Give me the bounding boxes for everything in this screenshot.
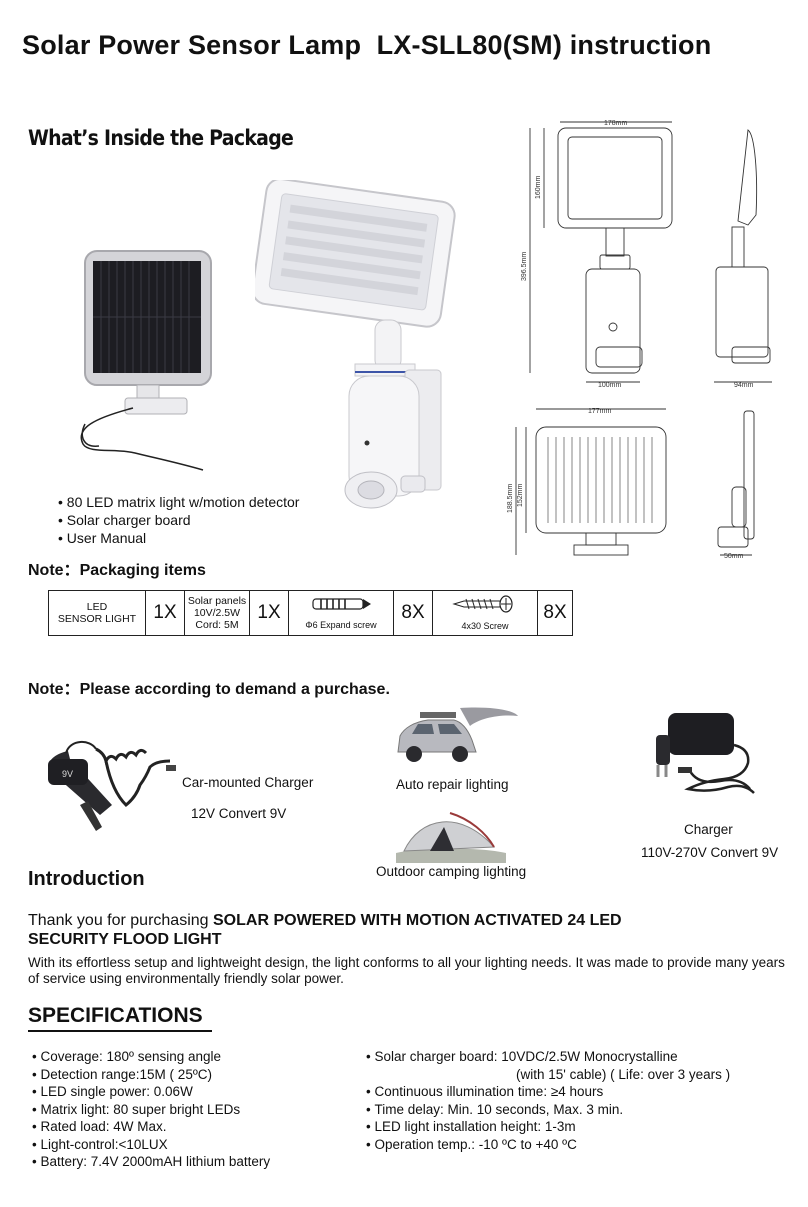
led-line1: LED <box>86 601 108 613</box>
list-item: User Manual <box>58 529 299 547</box>
spec-item: Operation temp.: -10 ºC to +40 ºC <box>366 1136 730 1154</box>
dim-panel-depth: 50mm <box>724 553 744 560</box>
dim-lamp-total-height: 396.5mm <box>521 252 528 281</box>
product-name-line2: SECURITY FLOOD LIGHT <box>28 931 222 948</box>
dim-lamp-depth: 94mm <box>734 382 754 389</box>
car-charger-badge: 9V <box>62 769 73 779</box>
dim-panel-height: 152mm <box>517 483 524 507</box>
spec-item-continuation: (with 15' cable) ( Life: over 3 years ) <box>516 1066 731 1082</box>
spec-item: Continuous illumination time: ≥4 hours <box>366 1083 730 1101</box>
dim-lamp-body-width: 100mm <box>598 382 622 389</box>
list-item: 80 LED matrix light w/motion detector <box>58 493 300 511</box>
solar-line3: Cord: 5M <box>195 619 239 631</box>
charger-spec: 110V-270V Convert 9V <box>641 845 779 860</box>
dim-panel-width: 177mm <box>588 408 612 415</box>
led-sensor-light-cell: LED SENSOR LIGHT <box>48 590 146 636</box>
screw-cell: 4x30 Screw <box>432 590 538 636</box>
spec-item: Time delay: Min. 10 seconds, Max. 3 min. <box>366 1101 730 1119</box>
camping-tent-photo <box>396 812 506 863</box>
spec-item: Light-control:<10LUX <box>32 1136 270 1154</box>
expand-screw-caption: Φ6 Expand screw <box>305 620 377 630</box>
camping-label: Outdoor camping lighting <box>376 864 527 879</box>
dim-lamp-width: 178mm <box>604 120 628 127</box>
car-charger-spec: 12V Convert 9V <box>191 806 287 821</box>
packaging-table: LED SENSOR LIGHT 1X Solar panels 10V/2.5… <box>48 590 573 636</box>
note-text: Packaging items <box>79 562 206 579</box>
screw-qty: 8X <box>537 590 573 636</box>
screw-caption: 4x30 Screw <box>461 621 509 631</box>
solar-qty: 1X <box>249 590 289 636</box>
solar-line1: Solar panels <box>187 595 247 607</box>
expand-screw-icon <box>312 598 371 610</box>
car-charger-label: Car-mounted Charger <box>182 775 314 790</box>
spec-item: Rated load: 4W Max. <box>32 1118 270 1136</box>
specifications-right-list: Solar charger board: 10VDC/2.5W Monocrys… <box>366 1048 730 1153</box>
spec-item: LED light installation height: 1-3m <box>366 1118 730 1136</box>
page-title: Solar Power Sensor Lamp LX-SLL80(SM) ins… <box>22 30 712 60</box>
dimension-drawing: 178mm 100mm 94mm 177mm 50mm 160mm 396.5m… <box>507 120 772 560</box>
note-packaging: Note：Packaging items <box>28 556 206 580</box>
package-contents-list: 80 LED matrix light w/motion detector So… <box>58 493 300 547</box>
led-qty: 1X <box>145 590 185 636</box>
note-label: Note： <box>28 562 80 579</box>
thanks-prefix: Thank you for purchasing <box>28 912 213 929</box>
solar-panel-cell: Solar panels 10V/2.5W Cord: 5M <box>184 590 250 636</box>
screw-icon <box>452 595 513 613</box>
specifications-underline <box>28 1030 212 1032</box>
introduction-heading: Introduction <box>28 868 145 890</box>
introduction-description: With its effortless setup and lightweigh… <box>28 955 785 986</box>
specifications-left-list: Coverage: 180º sensing angle Detection r… <box>32 1048 270 1171</box>
car-charger-photo: 9V <box>48 741 176 831</box>
spec-item: Matrix light: 80 super bright LEDs <box>32 1101 270 1119</box>
led-line2: SENSOR LIGHT <box>57 613 137 625</box>
product-name-line1: SOLAR POWERED WITH MOTION ACTIVATED 24 L… <box>213 912 622 929</box>
solar-panel-photo <box>80 250 212 471</box>
auto-repair-label: Auto repair lighting <box>396 777 509 792</box>
introduction-thanks: Thank you for purchasing SOLAR POWERED W… <box>28 911 788 949</box>
spec-item: Solar charger board: 10VDC/2.5W Monocrys… <box>366 1048 730 1066</box>
expand-screw-qty: 8X <box>393 590 433 636</box>
spec-item: LED single power: 0.06W <box>32 1083 270 1101</box>
solar-line2: 10V/2.5W <box>193 607 241 619</box>
auto-repair-photo <box>397 707 518 762</box>
led-lamp-photo <box>255 180 456 509</box>
note-purchase: Note：Please according to demand a purcha… <box>28 675 390 699</box>
dim-panel-height-total: 188.5mm <box>507 484 514 513</box>
specifications-heading: SPECIFICATIONS <box>28 1004 203 1027</box>
expand-screw-cell: Φ6 Expand screw <box>288 590 394 636</box>
note-text: Please according to demand a purchase. <box>79 681 390 698</box>
package-heading: What’s Inside the Package <box>28 126 294 150</box>
dim-lamp-panel-height: 160mm <box>535 175 542 199</box>
wall-charger-photo <box>656 713 755 794</box>
list-item: Solar charger board <box>58 511 299 529</box>
spec-item: Battery: 7.4V 2000mAH lithium battery <box>32 1153 270 1171</box>
note-label: Note： <box>28 681 80 698</box>
charger-label: Charger <box>684 822 733 837</box>
spec-item: Detection range:15M ( 25ºC) <box>32 1066 270 1084</box>
spec-item: Coverage: 180º sensing angle <box>32 1048 270 1066</box>
